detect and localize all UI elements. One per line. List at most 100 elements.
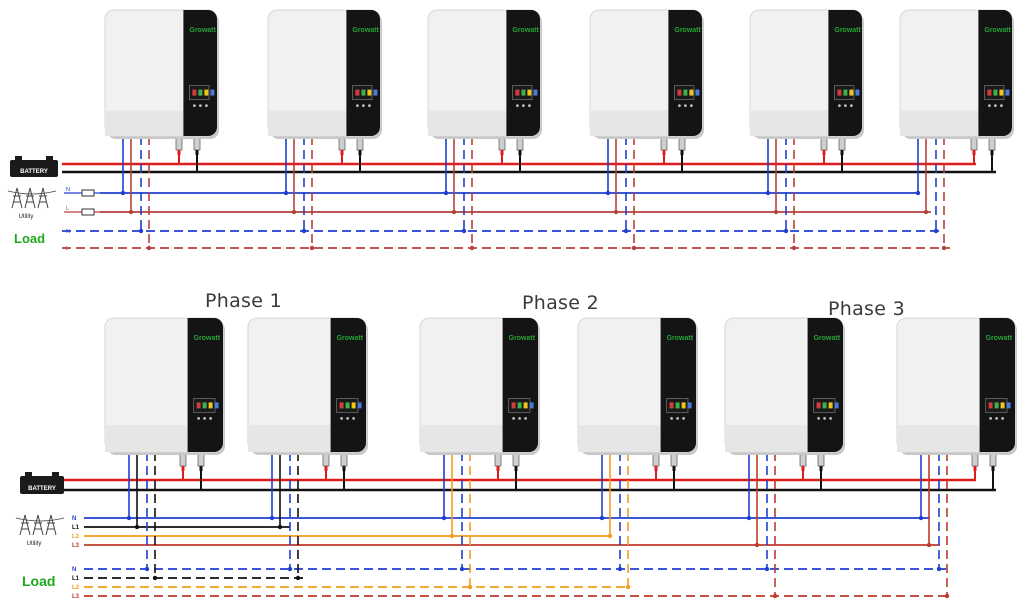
power-line (7, 190, 57, 195)
utility-label: Utility (19, 214, 34, 220)
utility-icon: Utility (15, 514, 65, 547)
inverter-brand-logo: Growatt (189, 27, 216, 34)
display-indicator (681, 402, 686, 409)
inverter-button (205, 104, 208, 107)
source-line-label: N (66, 187, 70, 193)
battery-connector (799, 453, 807, 467)
battery-connector (988, 137, 996, 151)
battery-connector (356, 137, 364, 151)
battery-icon: BATTERY (20, 472, 64, 494)
inverter-button (352, 417, 355, 420)
junction-dot (467, 584, 473, 590)
junction-dot (449, 533, 455, 539)
inverter-brand-logo: Growatt (814, 335, 841, 342)
inverter-top-3: Growatt (427, 9, 542, 139)
junction-dot (277, 524, 283, 530)
inverter-brand-logo: Growatt (509, 335, 536, 342)
inverter-button (817, 417, 820, 420)
battery-connector (989, 453, 997, 467)
junction-dot (746, 515, 752, 521)
inverter-button (512, 417, 515, 420)
connector-lead (672, 466, 676, 471)
inverter-button (524, 417, 527, 420)
inverter-button (368, 104, 371, 107)
battery-terminal (25, 472, 32, 476)
display-indicator (828, 402, 833, 409)
connector-lead (518, 150, 522, 155)
junction-dot (773, 209, 779, 215)
connector-lead (680, 150, 684, 155)
battery-connector (175, 137, 183, 151)
load-line-label: L3 (72, 594, 80, 600)
display-indicator (355, 89, 360, 96)
inverter-button (994, 104, 997, 107)
display-indicator (533, 89, 538, 96)
inverter-button (518, 417, 521, 420)
source-line-label: L1 (72, 525, 80, 531)
inverter-front-panel (668, 10, 702, 136)
inverter-button (995, 417, 998, 420)
battery-connector (512, 453, 520, 467)
inverter-bottom-shade (420, 425, 503, 452)
inverter-button (682, 417, 685, 420)
display-indicator (517, 402, 522, 409)
inverter-button (203, 417, 207, 420)
display-indicator (993, 89, 998, 96)
display-indicator (988, 402, 993, 409)
inverter-bottom-2: Growatt (247, 317, 368, 455)
inverter-brand-logo: Growatt (352, 27, 379, 34)
source-line-label: L3 (72, 543, 80, 549)
inverter-top-6: Growatt (899, 9, 1014, 139)
inverter-bottom-4: Growatt (577, 317, 698, 455)
inverter-bottom-shade (897, 425, 980, 452)
junction-dot (607, 533, 613, 539)
inverter-bottom-shade (248, 425, 331, 452)
display-indicator (843, 89, 848, 96)
display-indicator (689, 89, 694, 96)
display-indicator (1000, 402, 1005, 409)
junction-dot (783, 228, 789, 234)
display-indicator (822, 402, 827, 409)
inverter-bottom-shade (428, 110, 507, 136)
inverter-button (844, 104, 847, 107)
junction-dot (295, 575, 301, 581)
load-line-label: L (66, 246, 69, 252)
display-indicator (1005, 89, 1010, 96)
inverter-front-panel (330, 318, 366, 452)
battery-connector (179, 453, 187, 467)
inverter-top-4: Growatt (589, 9, 704, 139)
inverter-button (676, 417, 679, 420)
battery-connector (678, 137, 686, 151)
connector-lead (822, 150, 826, 155)
power-line (15, 517, 65, 522)
connector-lead (181, 466, 185, 471)
display-indicator (695, 89, 700, 96)
inverter-top-2: Growatt (267, 9, 382, 139)
connector-lead (514, 466, 518, 471)
display-indicator (373, 89, 378, 96)
breaker-icon (81, 189, 95, 197)
inverter-button (199, 104, 202, 107)
connector-lead (801, 466, 805, 471)
battery-connector (820, 137, 828, 151)
display-indicator (196, 402, 201, 409)
connector-lead (991, 466, 995, 471)
junction-dot (926, 542, 932, 548)
junction-dot (754, 542, 760, 548)
inverter-brand-logo: Growatt (674, 27, 701, 34)
display-indicator (837, 89, 842, 96)
inverter-front-panel (660, 318, 696, 452)
inverter-button (528, 104, 531, 107)
load-label: Load (14, 231, 45, 246)
battery-connector (338, 137, 346, 151)
pylon (19, 514, 31, 536)
phase-1-label: Phase 1 (205, 290, 282, 312)
connector-lead (195, 150, 199, 155)
inverter-brand-logo: Growatt (986, 335, 1013, 342)
utility-label: Utility (27, 541, 42, 547)
junction-dot (772, 593, 778, 599)
inverter-front-panel (187, 318, 223, 452)
inverter-button (829, 417, 832, 420)
